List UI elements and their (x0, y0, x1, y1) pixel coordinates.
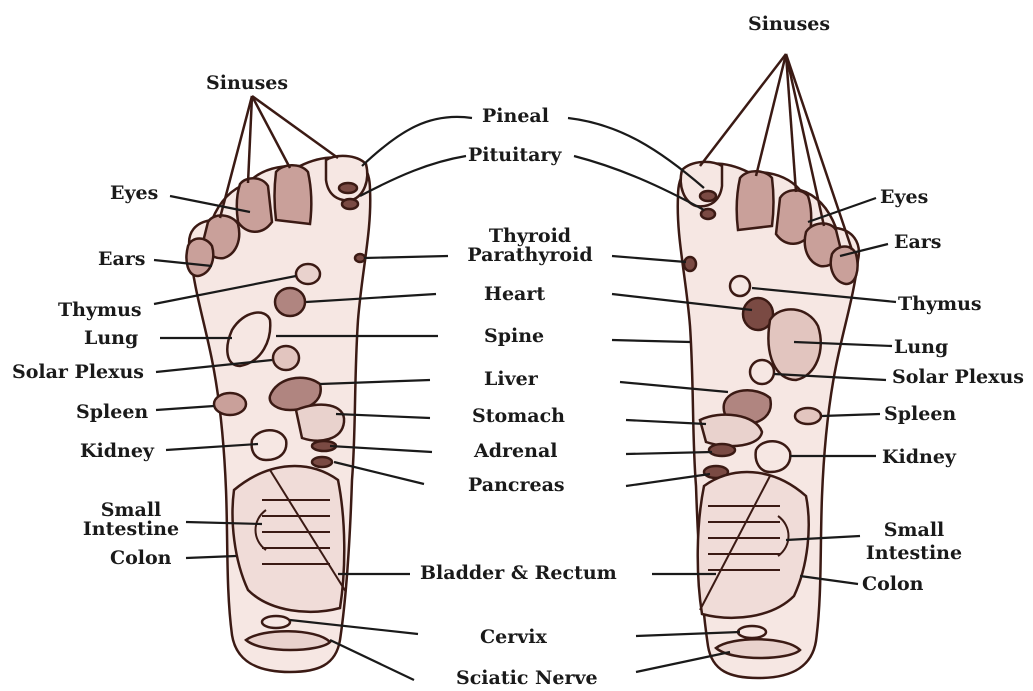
left-toe-2 (275, 165, 312, 224)
label-spine: Spine (484, 326, 544, 346)
label-right-eyes: Eyes (880, 187, 928, 207)
label-heart: Heart (484, 284, 545, 304)
left-pancreas (312, 457, 332, 467)
label-right-thymus: Thymus (898, 294, 982, 314)
label-right-colon: Colon (862, 574, 924, 594)
right-cervix (738, 626, 766, 638)
label-pancreas: Pancreas (468, 475, 565, 495)
label-right-ears: Ears (894, 232, 942, 252)
left-stomach (296, 405, 344, 441)
label-left-spleen: Spleen (76, 402, 148, 422)
label-adrenal: Adrenal (474, 441, 557, 461)
right-thyroid (684, 257, 696, 271)
left-pineal-dot (339, 183, 357, 193)
right-thymus (730, 276, 750, 296)
label-right-lung: Lung (894, 337, 948, 357)
label-right-spleen: Spleen (884, 404, 956, 424)
label-bladder-rectum: Bladder & Rectum (420, 563, 617, 583)
label-left-eyes: Eyes (110, 183, 158, 203)
label-right-kidney: Kidney (882, 447, 956, 467)
right-adrenal (709, 444, 735, 456)
right-heel (716, 639, 800, 658)
label-cervix: Cervix (480, 627, 547, 647)
right-kidney (756, 441, 791, 472)
right-solar-plexus (750, 360, 774, 384)
label-stomach: Stomach (472, 406, 565, 426)
label-right-intestine: Intestine (862, 543, 966, 563)
left-thyroid (355, 254, 365, 262)
left-heel (246, 631, 330, 650)
label-pineal: Pineal (482, 106, 549, 126)
label-left-lung: Lung (84, 328, 138, 348)
label-thyroid: Thyroid (448, 226, 612, 246)
left-thymus (296, 264, 320, 284)
right-lung (768, 309, 820, 380)
right-colon (698, 472, 809, 618)
label-left-thymus: Thymus (58, 300, 142, 320)
label-left-kidney: Kidney (80, 441, 154, 461)
left-heart (275, 288, 305, 316)
label-left-intestine: Intestine (82, 519, 180, 539)
label-left-small: Small (82, 500, 180, 520)
label-left-colon: Colon (110, 548, 172, 568)
left-spleen (214, 393, 246, 415)
left-cervix (262, 616, 290, 628)
left-toe-3 (237, 178, 272, 232)
label-left-solar-plexus: Solar Plexus (12, 362, 144, 382)
label-right-solar-plexus: Solar Plexus (892, 367, 1024, 387)
left-solar-plexus (273, 346, 299, 370)
label-sciatic-nerve: Sciatic Nerve (456, 668, 598, 688)
right-toe-2 (737, 171, 774, 230)
left-toe-5 (186, 239, 213, 277)
label-left-sinuses: Sinuses (206, 73, 288, 93)
left-colon (233, 466, 345, 612)
right-spleen (795, 408, 821, 424)
right-foot (678, 54, 859, 678)
left-pituitary-dot (342, 199, 358, 209)
label-pituitary: Pituitary (468, 145, 561, 165)
label-right-small: Small (862, 520, 966, 540)
label-liver: Liver (484, 369, 538, 389)
label-left-ears: Ears (98, 249, 146, 269)
right-pineal-dot (700, 191, 716, 201)
label-parathyroid: Parathyroid (448, 245, 612, 265)
label-right-sinuses: Sinuses (748, 14, 830, 34)
